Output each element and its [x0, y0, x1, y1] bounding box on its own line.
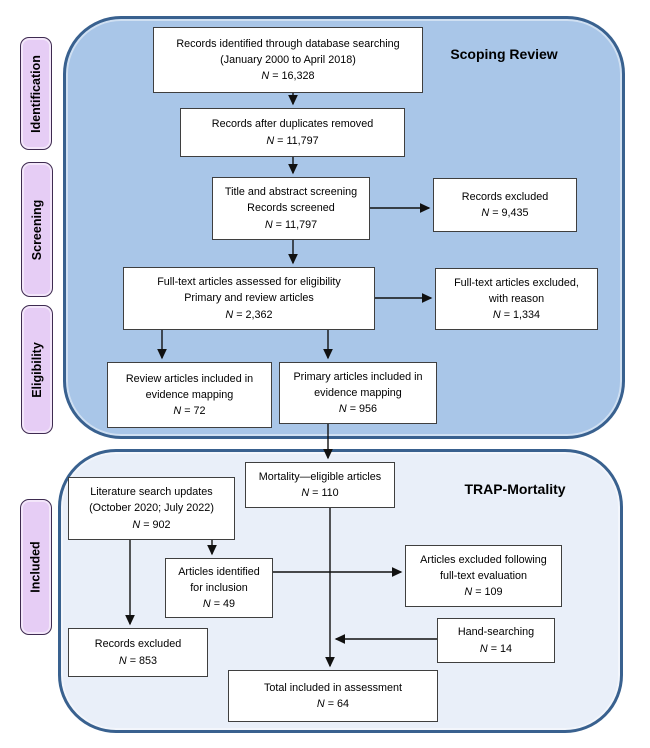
- box-text: Records after duplicates removed: [211, 118, 374, 131]
- stage-label-text: Screening: [30, 199, 44, 260]
- box-n: N = 14: [479, 642, 513, 655]
- flow-box-records-excluded-screening: Records excluded N = 9,435: [433, 178, 577, 232]
- stage-label-text: Eligibility: [30, 341, 44, 398]
- flow-box-hand-searching: Hand-searching N = 14: [437, 618, 555, 663]
- box-n: N = 109: [464, 586, 503, 599]
- box-n: N = 2,362: [225, 308, 273, 321]
- flow-box-duplicates-removed: Records after duplicates removed N = 11,…: [180, 108, 405, 157]
- stage-label-included: Included: [20, 499, 52, 635]
- flow-box-records-identified: Records identified through database sear…: [153, 27, 423, 93]
- flow-box-articles-excluded-fulltext: Articles excluded following full-text ev…: [405, 545, 562, 607]
- box-text: Full-text articles assessed for eligibil…: [157, 276, 341, 305]
- box-n: N = 1,334: [492, 309, 541, 322]
- stage-label-text: Included: [29, 541, 43, 593]
- flow-box-title-abstract-screening: Title and abstract screening Records scr…: [212, 177, 370, 240]
- flow-box-total-included: Total included in assessment N = 64: [228, 670, 438, 722]
- box-n: N = 853: [118, 654, 158, 667]
- flow-box-fulltext-excluded: Full-text articles excluded, with reason…: [435, 268, 598, 330]
- box-n: N = 72: [173, 405, 206, 418]
- box-n: N = 956: [338, 403, 378, 416]
- box-text: Records identified through database sear…: [176, 37, 400, 66]
- box-text: Review articles included in evidence map…: [125, 372, 254, 401]
- box-text: Full-text articles excluded, with reason: [454, 276, 579, 305]
- scoping-review-title: Scoping Review: [450, 46, 558, 62]
- box-text: Mortality—eligible articles: [258, 470, 382, 483]
- stage-label-identification: Identification: [20, 37, 52, 150]
- flow-box-fulltext-assessed: Full-text articles assessed for eligibil…: [123, 267, 375, 330]
- box-n: N = 11,797: [266, 134, 319, 147]
- box-n: N = 16,328: [261, 70, 315, 83]
- flow-box-articles-identified: Articles identified for inclusion N = 49: [165, 558, 273, 618]
- stage-label-screening: Screening: [21, 162, 53, 297]
- box-n: N = 110: [301, 487, 339, 499]
- box-text: Records excluded: [461, 190, 549, 203]
- box-n: N = 11,797: [264, 218, 318, 231]
- flow-box-primary-included: Primary articles included in evidence ma…: [279, 362, 437, 424]
- box-text: Hand-searching: [457, 626, 535, 639]
- box-n: N = 902: [132, 518, 171, 531]
- box-n: N = 49: [202, 598, 236, 611]
- stage-label-eligibility: Eligibility: [21, 305, 53, 434]
- box-n: N = 64: [316, 698, 350, 710]
- box-text: Primary articles included in evidence ma…: [293, 370, 423, 399]
- box-text: Articles identified for inclusion: [178, 565, 260, 594]
- trap-mortality-title: TRAP-Mortality: [464, 481, 566, 497]
- box-text: Records excluded: [94, 638, 182, 651]
- box-n: N = 9,435: [481, 207, 529, 219]
- stage-label-text: Identification: [29, 54, 43, 133]
- box-text: Title and abstract screening Records scr…: [224, 186, 358, 215]
- box-text: Literature search updates (October 2020;…: [89, 486, 214, 515]
- flow-box-review-included: Review articles included in evidence map…: [107, 362, 272, 428]
- box-text: Articles excluded following full-text ev…: [420, 553, 547, 582]
- flow-box-mortality-eligible: Mortality—eligible articles N = 110: [245, 462, 395, 508]
- flow-box-records-excluded-update: Records excluded N = 853: [68, 628, 208, 677]
- flow-box-literature-updates: Literature search updates (October 2020;…: [68, 477, 235, 540]
- box-text: Total included in assessment: [263, 681, 403, 694]
